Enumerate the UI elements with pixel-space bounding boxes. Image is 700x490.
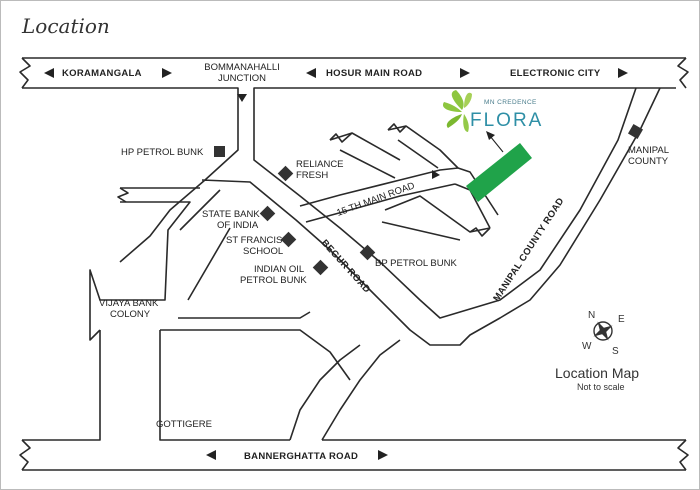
electronic-city-label: ELECTRONIC CITY xyxy=(510,68,601,79)
compass-icon: N E S W xyxy=(582,310,625,357)
vijaya-bank-road xyxy=(160,329,351,381)
leaf-icon xyxy=(446,114,462,128)
arrow-down-icon xyxy=(237,94,247,102)
project-site xyxy=(466,143,532,202)
arrow-right-icon xyxy=(460,68,470,78)
arrow-right-icon xyxy=(162,68,172,78)
hosur-road-break-right xyxy=(677,57,689,89)
bommanahalli-label-line1: BOMMANAHALLI xyxy=(204,62,280,73)
hosur-road-bottom-edge-left xyxy=(22,87,239,104)
begur-road-left-edge xyxy=(119,87,661,346)
fifteenth-break-3 xyxy=(469,227,491,237)
hp-petrol-bunk-marker xyxy=(214,146,225,157)
compass-n: N xyxy=(588,310,595,321)
hp-road-break xyxy=(117,187,129,203)
arrow-right-icon xyxy=(378,450,388,460)
manipal-county-label-line2: COUNTY xyxy=(628,156,669,167)
reliance-fresh-marker xyxy=(277,165,294,182)
st-francis-marker xyxy=(280,231,297,248)
arrow-left-icon xyxy=(206,450,216,460)
left-connector-road xyxy=(179,189,231,301)
reliance-fresh-label-line2: FRESH xyxy=(296,170,328,181)
arrow-left-icon xyxy=(44,68,54,78)
begur-road-lower xyxy=(289,339,401,441)
st-francis-label-line1: ST FRANCIS xyxy=(226,235,282,246)
site-pointer-line xyxy=(489,135,504,153)
vijaya-inner-road xyxy=(178,311,311,319)
fifteenth-break-2 xyxy=(387,123,407,133)
compass-e: E xyxy=(618,314,625,325)
bannerghatta-road-label: BANNERGHATTA ROAD xyxy=(244,451,358,462)
leaf-icon xyxy=(442,102,462,112)
st-francis-label-line2: SCHOOL xyxy=(243,246,283,257)
fifteenth-break-1 xyxy=(329,132,353,143)
arrow-left-icon xyxy=(306,68,316,78)
fifteenth-main-road-e xyxy=(381,195,491,241)
hosur-road-bottom-edge-right xyxy=(253,87,676,104)
hosur-road-break-left xyxy=(19,57,31,89)
fifteenth-main-road-a xyxy=(299,167,459,223)
vijaya-bank-label-line2: COLONY xyxy=(110,309,151,320)
state-bank-marker xyxy=(259,205,276,222)
manipal-county-marker xyxy=(627,123,644,140)
hp-road xyxy=(89,187,200,341)
hosur-main-road-label: HOSUR MAIN ROAD xyxy=(326,68,422,79)
bannerghatta-road-break-right xyxy=(677,439,689,471)
reliance-fresh-label-line1: RELIANCE xyxy=(296,159,344,170)
arrow-right-icon xyxy=(432,170,440,179)
map-title: Location xyxy=(21,14,110,38)
arrow-right-icon xyxy=(618,68,628,78)
gottigere-label: GOTTIGERE xyxy=(156,419,212,430)
bannerghatta-road-top-edge xyxy=(22,330,686,441)
state-bank-label-line1: STATE BANK xyxy=(202,209,260,220)
bp-petrol-bunk-label: BP PETROL BUNK xyxy=(375,258,457,269)
indian-oil-label-line2: PETROL BUNK xyxy=(240,275,307,286)
leaf-icon xyxy=(451,90,464,110)
leaf-icon xyxy=(464,92,472,108)
begur-road-right-edge xyxy=(253,87,637,319)
compass-w: W xyxy=(582,341,592,352)
vijaya-bank-label-line1: VIJAYA BANK xyxy=(99,298,159,309)
brand-name: FLORA xyxy=(470,110,543,131)
bommanahalli-label-line2: JUNCTION xyxy=(218,73,266,84)
indian-oil-label-line1: INDIAN OIL xyxy=(254,264,304,275)
hp-petrol-bunk-label: HP PETROL BUNK xyxy=(121,147,204,158)
legend-subtitle: Not to scale xyxy=(577,382,625,392)
brand-small-text: MN CREDENCE xyxy=(484,99,537,106)
site-pointer-arrowhead xyxy=(486,131,495,140)
koramangala-label: KORAMANGALA xyxy=(62,68,142,79)
legend-title: Location Map xyxy=(555,365,639,381)
state-bank-label-line2: OF INDIA xyxy=(217,220,259,231)
leaf-icon xyxy=(463,114,469,132)
manipal-county-label-line1: MANIPAL xyxy=(628,145,669,156)
bannerghatta-road-break-left xyxy=(19,439,31,471)
compass-s: S xyxy=(612,346,619,357)
flora-brand-logo: MN CREDENCE FLORA xyxy=(442,90,543,132)
